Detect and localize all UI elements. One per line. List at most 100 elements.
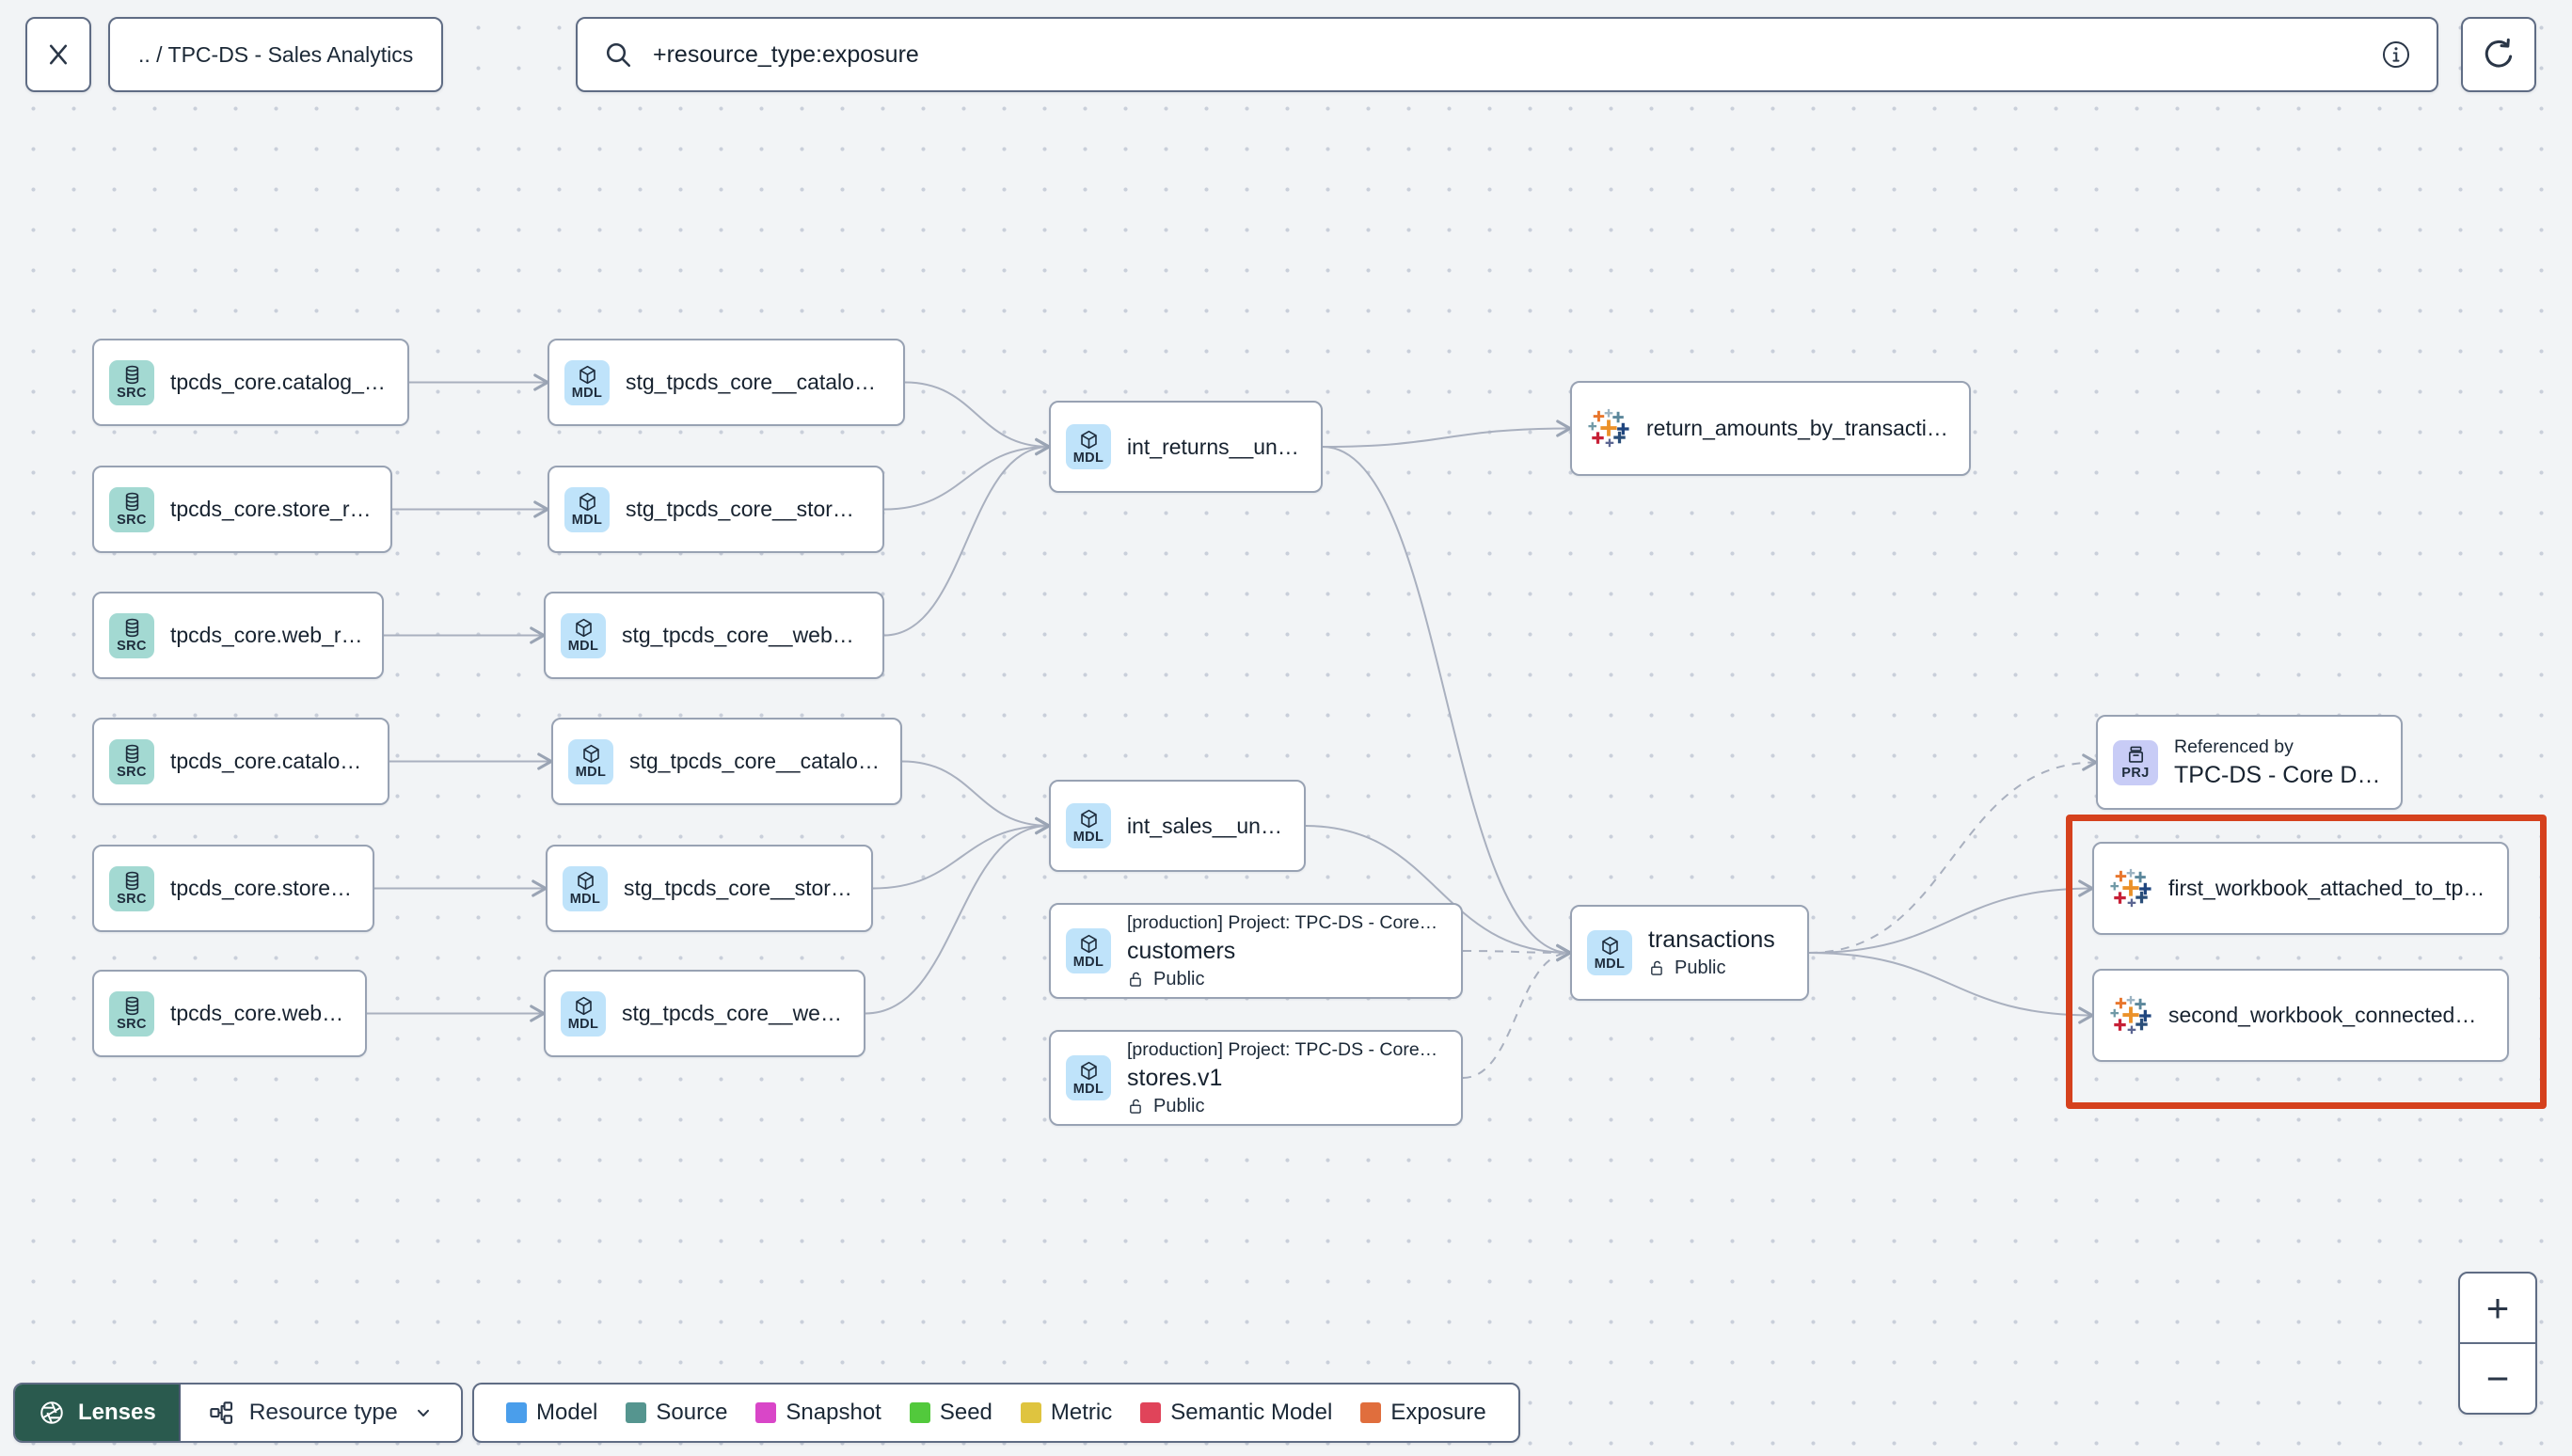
node-text: int_returns__unioned — [1127, 435, 1302, 460]
resource-badge: MDL — [563, 865, 608, 911]
node-title: tpcds_core.catalog_sales — [170, 749, 369, 773]
legend-item: Seed — [909, 1400, 992, 1426]
legend-label: Source — [656, 1400, 728, 1425]
close-button[interactable] — [25, 17, 91, 92]
node-title: tpcds_core.store_returns — [170, 497, 372, 521]
node-text: tpcds_core.catalog_returns — [170, 370, 389, 395]
int-returns-unioned-node[interactable]: MDL int_returns__unioned — [1049, 401, 1323, 493]
resource-type-legend: Model Source Snapshot Seed Metric Semantic Mo… — [472, 1383, 1520, 1443]
node-access: Public — [1127, 1096, 1442, 1117]
node-context-label: Referenced by — [2174, 736, 2294, 757]
src-store-returns-node[interactable]: SRC tpcds_core.store_returns — [92, 466, 392, 553]
zoom-out-button[interactable]: − — [2460, 1342, 2535, 1413]
node-text: tpcds_core.store_sales — [170, 876, 354, 901]
resource-badge: MDL — [564, 359, 610, 405]
legend-item: Exposure — [1360, 1400, 1486, 1426]
resource-badge: MDL — [568, 738, 613, 784]
node-access-label: Public — [1153, 1095, 1205, 1116]
node-title: stg_tpcds_core__catalog_returns — [626, 370, 884, 394]
src-catalog-returns-node[interactable]: SRC tpcds_core.catalog_returns — [92, 339, 409, 426]
resource-badge-label: SRC — [117, 892, 147, 908]
resource-badge-label: MDL — [575, 765, 607, 781]
breadcrumb[interactable]: .. / TPC-DS - Sales Analytics — [108, 17, 444, 92]
exposure-return-amounts-node[interactable]: return_amounts_by_transaction_type — [1570, 381, 1971, 476]
legend-label: Metric — [1050, 1400, 1113, 1425]
model-icon — [573, 617, 595, 639]
customers-node[interactable]: MDL [production] Project: TPC-DS - Core D… — [1049, 903, 1463, 999]
model-icon — [1078, 429, 1100, 451]
model-icon — [575, 870, 596, 892]
resource-badge-label: MDL — [1072, 954, 1104, 970]
database-icon — [121, 995, 143, 1017]
resource-badge-label: SRC — [117, 386, 147, 402]
node-title: TPC-DS - Core Data Models — [2174, 761, 2382, 788]
resource-badge-label: MDL — [1594, 956, 1626, 972]
lenses-button[interactable]: Lenses — [15, 1385, 181, 1441]
legend-item: Metric — [1020, 1400, 1113, 1426]
node-title: tpcds_core.web_returns — [170, 623, 363, 647]
refresh-button[interactable] — [2461, 17, 2536, 92]
tableau-icon — [1587, 407, 1630, 451]
database-icon — [121, 743, 143, 765]
stg-catalog-sales-node[interactable]: MDL stg_tpcds_core__catalog_sales — [551, 718, 902, 805]
resource-badge: PRJ — [2113, 739, 2158, 785]
model-icon — [580, 743, 602, 765]
database-icon — [121, 491, 143, 513]
legend-label: Snapshot — [786, 1400, 881, 1425]
node-text: stg_tpcds_core__store_returns — [626, 497, 864, 522]
resource-badge: MDL — [1587, 930, 1632, 975]
stores-v1-node[interactable]: MDL[production] Project: TPC-DS - Core D… — [1049, 1030, 1463, 1126]
legend-item: Model — [506, 1400, 597, 1426]
resource-badge: SRC — [109, 486, 154, 532]
node-text: stg_tpcds_core__store_sales — [624, 876, 852, 901]
node-title: return_amounts_by_transaction_type — [1646, 416, 1950, 440]
resource-badge-label: MDL — [571, 386, 603, 402]
node-text: first_workbook_attached_to_tpc-ds_-_… — [2168, 876, 2488, 901]
search-input[interactable] — [651, 40, 2363, 70]
node-text: stg_tpcds_core__web_sales — [622, 1001, 845, 1026]
resource-badge-label: MDL — [567, 639, 599, 655]
lock-open-icon — [1648, 959, 1666, 977]
lenses-label: Lenses — [78, 1400, 156, 1425]
node-title: second_workbook_connected_to_live… — [2168, 1003, 2488, 1027]
node-text: stg_tpcds_core__catalog_sales — [629, 749, 881, 774]
resource-type-dropdown[interactable]: Resource type — [181, 1385, 461, 1441]
stg-catalog-returns-node[interactable]: MDL stg_tpcds_core__catalog_returns — [548, 339, 905, 426]
stg-web-sales-node[interactable]: MDL stg_tpcds_core__web_sales — [544, 970, 865, 1057]
prj-core-data-models-node[interactable]: PRJ Referenced by TPC-DS - Core Data Model… — [2096, 715, 2403, 810]
stg-store-sales-node[interactable]: MDL stg_tpcds_core__store_sales — [546, 845, 873, 932]
src-store-sales-node[interactable]: SRC tpcds_core.store_sales — [92, 845, 374, 932]
zoom-in-button[interactable]: + — [2485, 1285, 2510, 1330]
node-access: Public — [1648, 957, 1775, 979]
info-icon[interactable] — [2380, 39, 2412, 71]
node-text: return_amounts_by_transaction_type — [1646, 416, 1950, 441]
database-icon — [121, 364, 143, 386]
node-title: tpcds_core.web_sales — [170, 1001, 346, 1025]
legend-color-swatch — [626, 1402, 647, 1423]
refresh-icon — [2485, 38, 2513, 68]
node-context-label: [production] Project: TPC-DS - Core Data… — [1127, 911, 1442, 933]
lock-open-icon — [1127, 971, 1145, 989]
legend-item: Semantic Model — [1140, 1400, 1332, 1426]
exposure-second-workbook-node[interactable]: second_workbook_connected_to_live… — [2092, 969, 2509, 1062]
search-bar — [576, 17, 2438, 92]
node-access-label: Public — [1153, 968, 1205, 989]
node-title: customers — [1127, 937, 1236, 964]
resource-badge: MDL — [1066, 424, 1111, 469]
exposure-first-workbook-node[interactable]: first_workbook_attached_to_tpc-ds_-_… — [2092, 842, 2509, 935]
resource-badge-label: MDL — [567, 1017, 599, 1033]
node-title: tpcds_core.store_sales — [170, 876, 354, 900]
node-text: stg_tpcds_core__catalog_returns — [626, 370, 884, 395]
resource-badge: MDL — [561, 990, 606, 1037]
src-catalog-sales-node[interactable]: SRC tpcds_core.catalog_sales — [92, 718, 389, 805]
resource-badge: SRC — [109, 738, 154, 784]
legend-item: Source — [626, 1400, 727, 1426]
model-icon — [1078, 1060, 1100, 1082]
